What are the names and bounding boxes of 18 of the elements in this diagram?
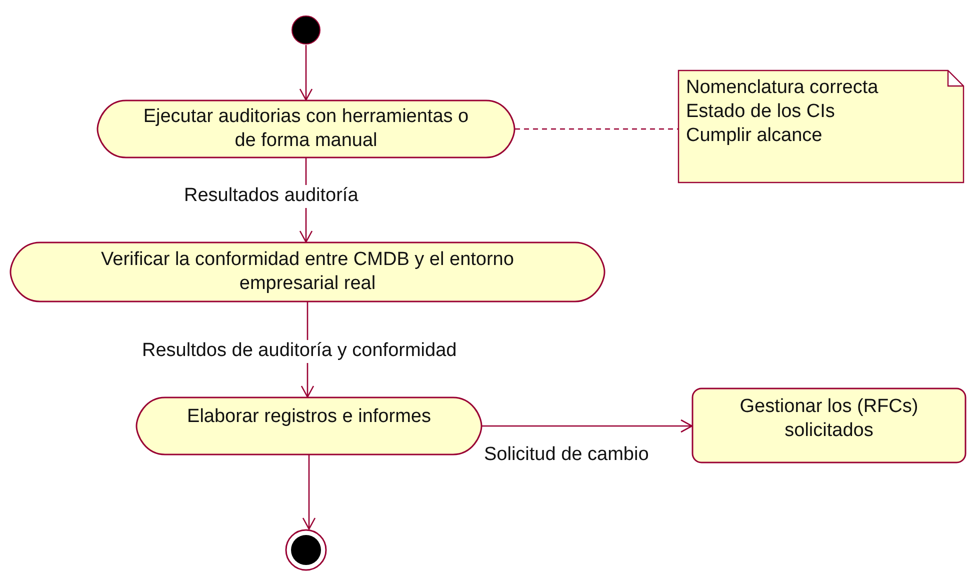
note-box	[678, 70, 964, 183]
arrow	[302, 455, 316, 530]
note-text: Estado de los CIs	[686, 100, 835, 124]
node-text: Ejecutar auditorias con herramientas o de forma manual	[142, 105, 470, 153]
node-text: Gestionar los (RFCs) solicitados	[738, 394, 920, 442]
connector-line	[515, 128, 678, 130]
node-text: Elaborar registros e informes	[187, 405, 431, 429]
end-node	[285, 529, 327, 571]
arrow	[482, 419, 693, 433]
activity-box	[136, 397, 482, 455]
arrow	[299, 45, 313, 101]
start-node	[291, 15, 321, 45]
activity-box	[97, 100, 515, 158]
note-text: Cumplir alcance	[686, 124, 822, 148]
action-box	[692, 388, 966, 463]
activity-box	[10, 242, 605, 302]
note-text: Nomenclatura correcta	[686, 76, 878, 100]
node-text: Verificar la conformidad entre CMDB y el entorno empresarial real	[100, 248, 515, 296]
